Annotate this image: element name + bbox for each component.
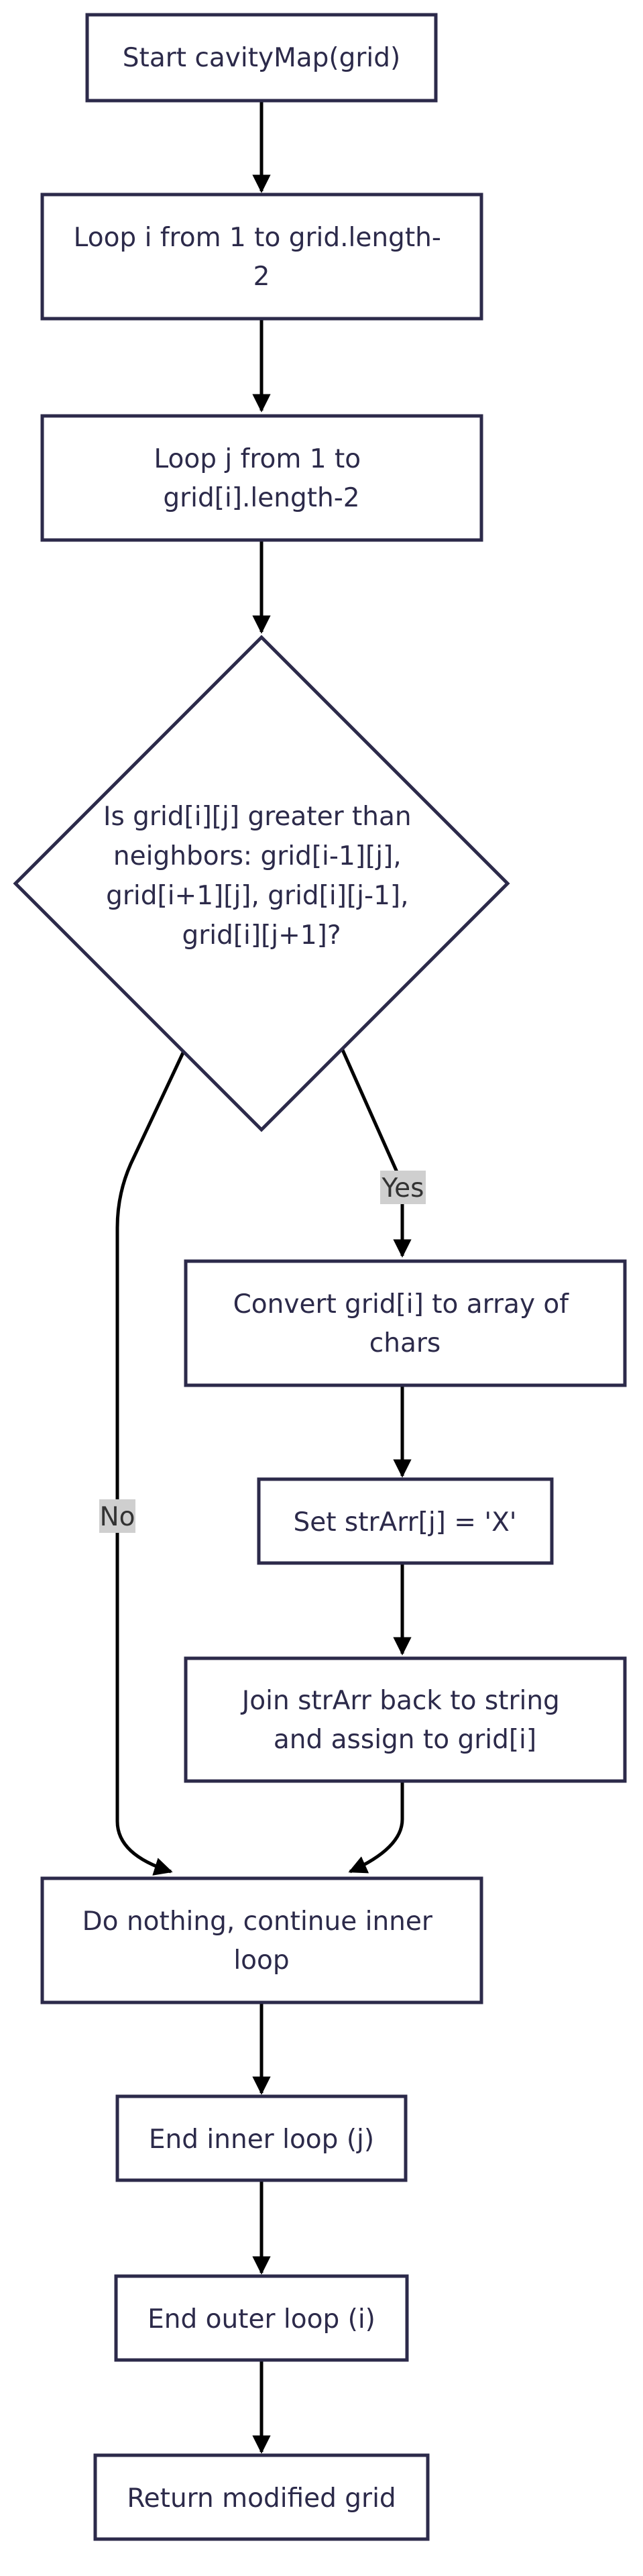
- edges: Yes No: [99, 101, 426, 2454]
- node-return: Return modified grid: [93, 2453, 430, 2541]
- node-set-x-text: Set strArr[j] = 'X': [293, 1507, 516, 1538]
- nodes: Start cavityMap(grid) Loop i from 1 to g…: [13, 13, 627, 2541]
- node-return-text: Return modified grid: [127, 2483, 396, 2514]
- node-loop-j: Loop j from 1 to grid[i].length-2: [40, 414, 483, 542]
- node-convert-text: Convert grid[i] to array of chars: [233, 1289, 577, 1358]
- edge-label-yes: Yes: [380, 1171, 426, 1204]
- edge-decision-yes-to-convert: [340, 1047, 412, 1258]
- node-loop-i-line-1: Loop i from 1 to grid.length-: [74, 223, 441, 253]
- edge-decision-no-to-do-nothing: [115, 1049, 186, 1876]
- node-convert: Convert grid[i] to array of chars: [184, 1259, 627, 1387]
- node-convert-line-2: chars: [369, 1328, 441, 1358]
- node-do-nothing-line-1: Do nothing, continue inner: [82, 1907, 433, 1937]
- node-set-x: Set strArr[j] = 'X': [257, 1477, 554, 1565]
- node-end-inner: End inner loop (j): [115, 2094, 408, 2182]
- no-label: No: [99, 1502, 135, 1532]
- node-end-outer-text: End outer loop (i): [148, 2304, 375, 2334]
- node-decision-line-2: neighbors: grid[i-1][j],: [113, 841, 402, 871]
- node-join-line-2: and assign to grid[i]: [274, 1725, 536, 1755]
- node-decision-text: Is grid[i][j] greater than neighbors: gr…: [103, 802, 420, 951]
- node-join-text: Join strArr back to string and assign to…: [240, 1686, 568, 1755]
- edge-join-to-do-nothing: [348, 1781, 404, 1874]
- node-loop-i-line-2: 2: [253, 262, 270, 292]
- yes-label-bg: [380, 1171, 426, 1204]
- node-join-line-1: Join strArr back to string: [240, 1686, 560, 1716]
- node-decision-line-3: grid[i+1][j], grid[i][j-1],: [106, 881, 408, 911]
- edge-label-no: No: [99, 1499, 135, 1533]
- node-do-nothing-text: Do nothing, continue inner loop: [82, 1907, 441, 1976]
- node-loop-i-text: Loop i from 1 to grid.length- 2: [74, 223, 450, 292]
- node-loop-j-line-1: Loop j from 1 to: [154, 444, 361, 474]
- node-loop-i: Loop i from 1 to grid.length- 2: [40, 193, 483, 321]
- node-start-text: Start cavityMap(grid): [123, 43, 400, 73]
- no-label-bg: [99, 1499, 135, 1533]
- node-loop-j-line-2: grid[i].length-2: [163, 483, 359, 513]
- node-decision: Is grid[i][j] greater than neighbors: gr…: [13, 635, 510, 1132]
- yes-label: Yes: [382, 1173, 424, 1203]
- node-end-inner-text: End inner loop (j): [149, 2125, 374, 2155]
- node-decision-line-1: Is grid[i][j] greater than: [103, 802, 412, 832]
- node-decision-line-4: grid[i][j+1]?: [182, 920, 341, 951]
- node-do-nothing-line-2: loop: [233, 1945, 289, 1976]
- node-end-outer: End outer loop (i): [114, 2274, 409, 2362]
- node-loop-j-text: Loop j from 1 to grid[i].length-2: [154, 444, 369, 513]
- node-start: Start cavityMap(grid): [85, 13, 438, 103]
- node-join: Join strArr back to string and assign to…: [184, 1656, 627, 1783]
- node-convert-line-1: Convert grid[i] to array of: [233, 1289, 570, 1320]
- node-do-nothing: Do nothing, continue inner loop: [40, 1876, 483, 2004]
